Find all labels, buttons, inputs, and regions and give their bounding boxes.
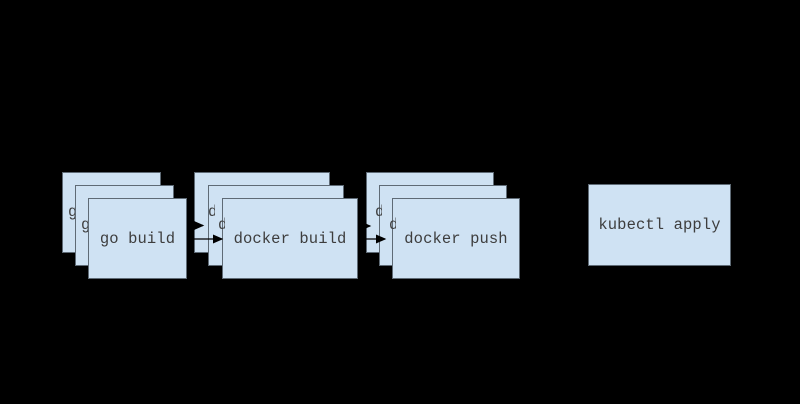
stage-box-front: kubectl apply bbox=[588, 184, 731, 266]
stage-label: kubectl apply bbox=[598, 216, 721, 234]
stage-label: go build bbox=[99, 229, 176, 248]
stage-label: docker push bbox=[404, 229, 508, 248]
stage-label: docker build bbox=[233, 229, 347, 248]
stage-box-front: docker build bbox=[222, 198, 358, 279]
stage-box-front: go build bbox=[88, 198, 187, 279]
stage-box-front: docker push bbox=[392, 198, 520, 279]
